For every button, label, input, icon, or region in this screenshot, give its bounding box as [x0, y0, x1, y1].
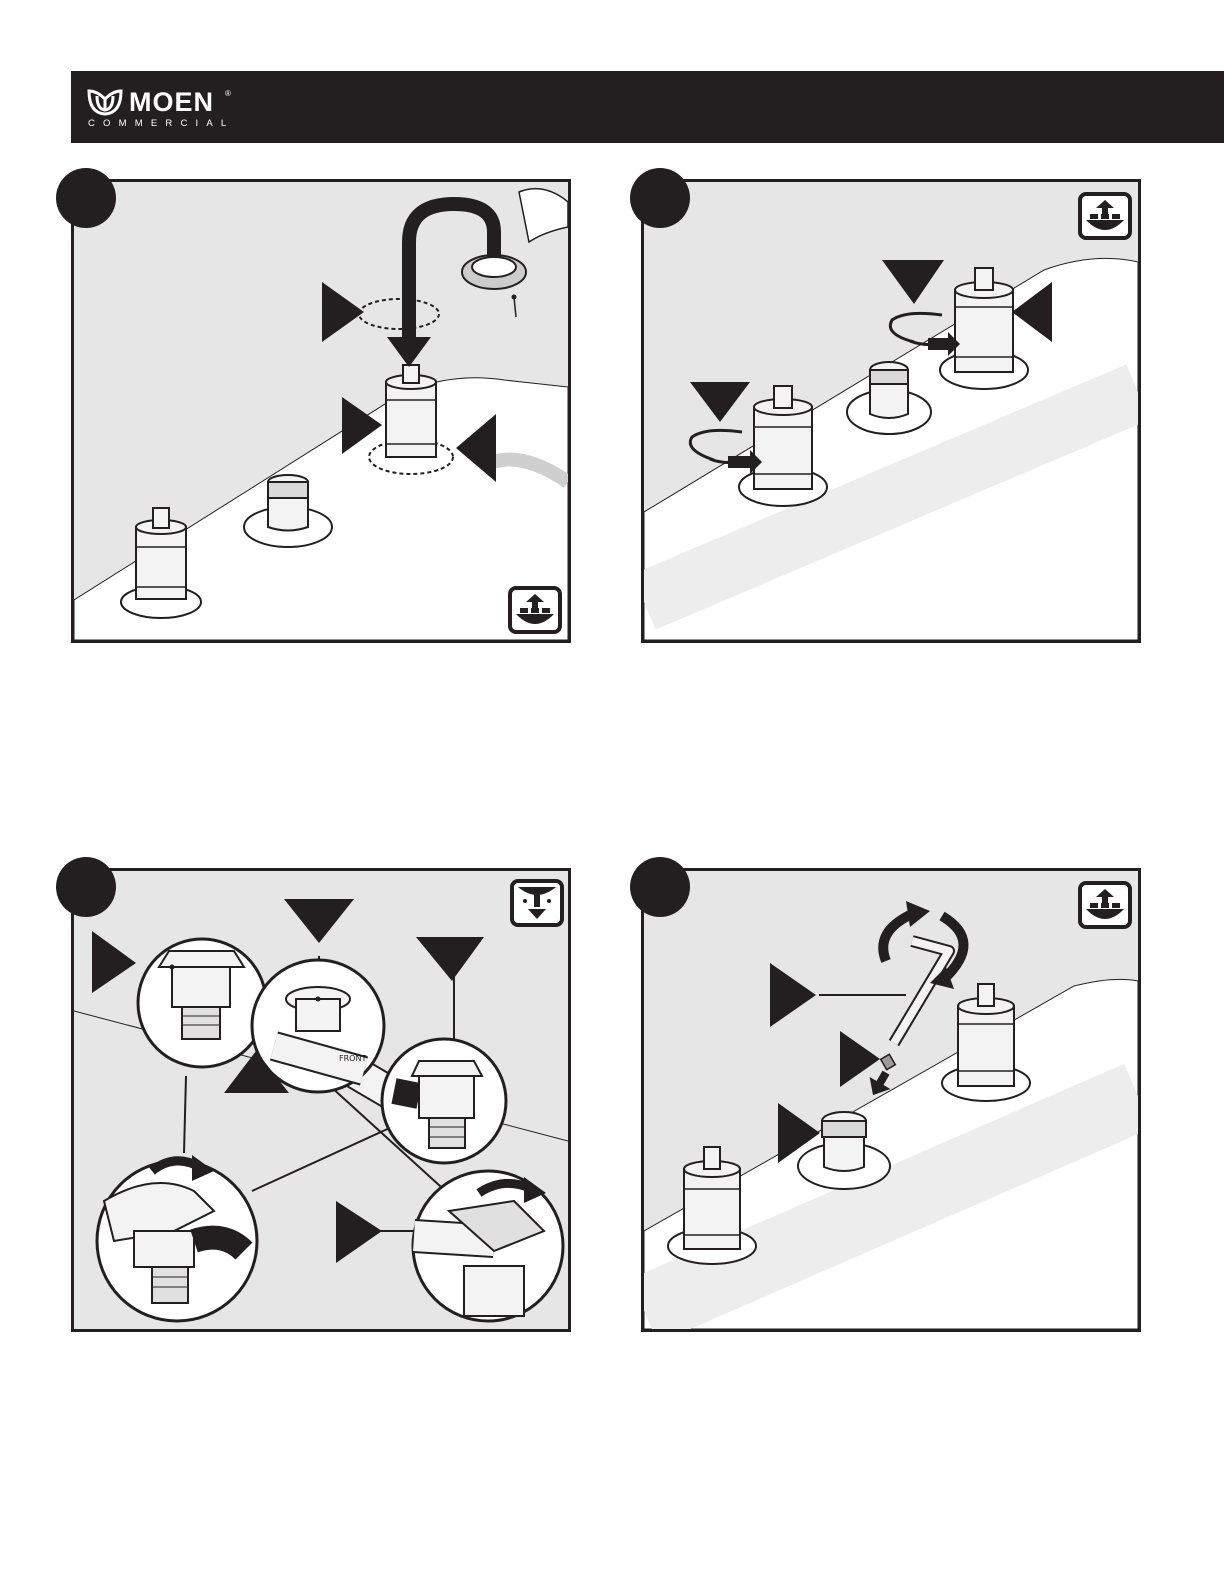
step-1-panel: [71, 179, 571, 643]
step-4-illustration: [644, 871, 1138, 1329]
above-deck-install-icon: [1078, 881, 1132, 929]
pointer-triangle-down: [882, 260, 944, 304]
pointer-triangle-right: [92, 931, 136, 993]
step-2-badge: [630, 168, 690, 228]
front-engraving: FRONT: [339, 1054, 366, 1063]
set-screw: [881, 1054, 896, 1069]
registered-mark: ®: [225, 89, 231, 98]
step-3-badge: [56, 857, 116, 917]
step-3-illustration: FRONT: [74, 871, 568, 1329]
above-deck-install-icon: [508, 586, 562, 634]
brand-header: MOEN ® COMMERCIAL: [71, 71, 1224, 143]
pointer-triangle-down: [416, 937, 484, 981]
step-4-badge: [630, 857, 690, 917]
step-1-badge: [56, 168, 116, 228]
pointer-triangle-right: [322, 282, 364, 342]
detail-wrench-tighten-right: [413, 1171, 563, 1321]
pointer-triangle-right: [840, 1031, 880, 1087]
above-deck-install-icon: [1078, 192, 1132, 240]
hex-key-wrench: [894, 941, 949, 1043]
detail-cold-connection: [382, 1039, 506, 1163]
below-deck-install-icon: [510, 879, 564, 927]
step-4-panel: [641, 868, 1141, 1332]
step-2-illustration: [644, 182, 1138, 640]
pointer-triangle-down: [284, 899, 354, 943]
detail-hot-connection: [138, 939, 266, 1067]
moen-leaf-icon: [87, 87, 123, 117]
step-3-panel: FRONT: [71, 868, 571, 1332]
brand-division: COMMERCIAL: [88, 118, 234, 130]
step-1-illustration: [74, 182, 568, 640]
pointer-triangle-down: [690, 382, 750, 422]
pointer-triangle-right: [770, 963, 816, 1027]
moen-commercial-logo: MOEN ® COMMERCIAL: [87, 85, 247, 133]
brand-name: MOEN: [129, 87, 214, 117]
step-2-panel: [641, 179, 1141, 643]
